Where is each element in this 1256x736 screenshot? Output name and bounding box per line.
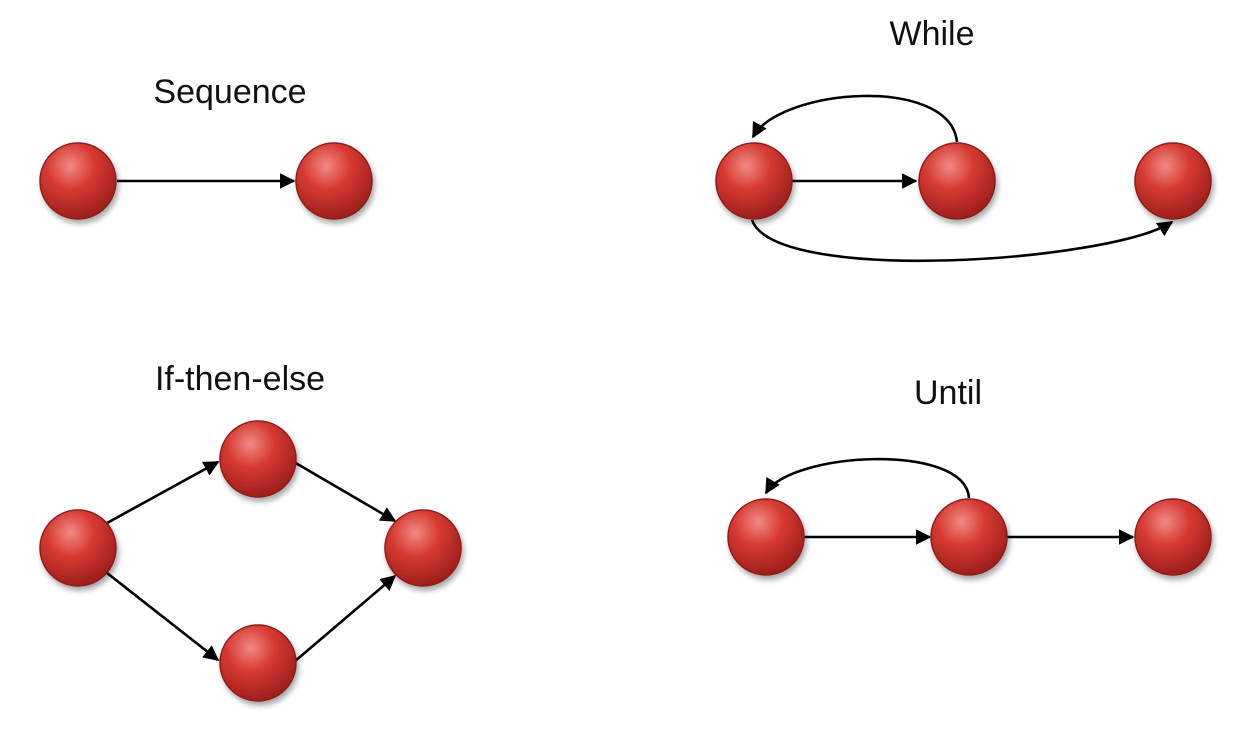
if-edge-else-to-join [293,574,397,663]
if-then-else-title: If-then-else [155,360,325,398]
while-loop-back-edge [751,94,959,143]
if-edge-start-to-else [106,571,220,662]
sequence-node-1 [39,142,117,220]
if-node-start [39,509,117,587]
until-node-3 [1134,498,1212,576]
until-diagram: Until [727,374,1212,576]
if-edge-then-to-join [293,460,397,523]
if-edge-start-to-then [106,460,220,525]
until-node-1 [727,498,805,576]
if-then-else-diagram: If-then-else [39,360,462,702]
while-node-2 [918,142,996,220]
while-node-3 [1134,142,1212,220]
while-title: While [889,15,974,53]
sequence-diagram: Sequence [39,73,373,220]
until-node-2 [930,498,1008,576]
if-node-else [219,624,297,702]
if-node-join [384,509,462,587]
sequence-node-2 [295,142,373,220]
while-exit-edge [750,219,1174,263]
sequence-title: Sequence [153,73,306,111]
until-loop-back-edge [764,457,971,499]
while-node-1 [715,142,793,220]
until-title: Until [914,374,982,412]
if-node-then [219,420,297,498]
while-diagram: While [715,15,1212,263]
